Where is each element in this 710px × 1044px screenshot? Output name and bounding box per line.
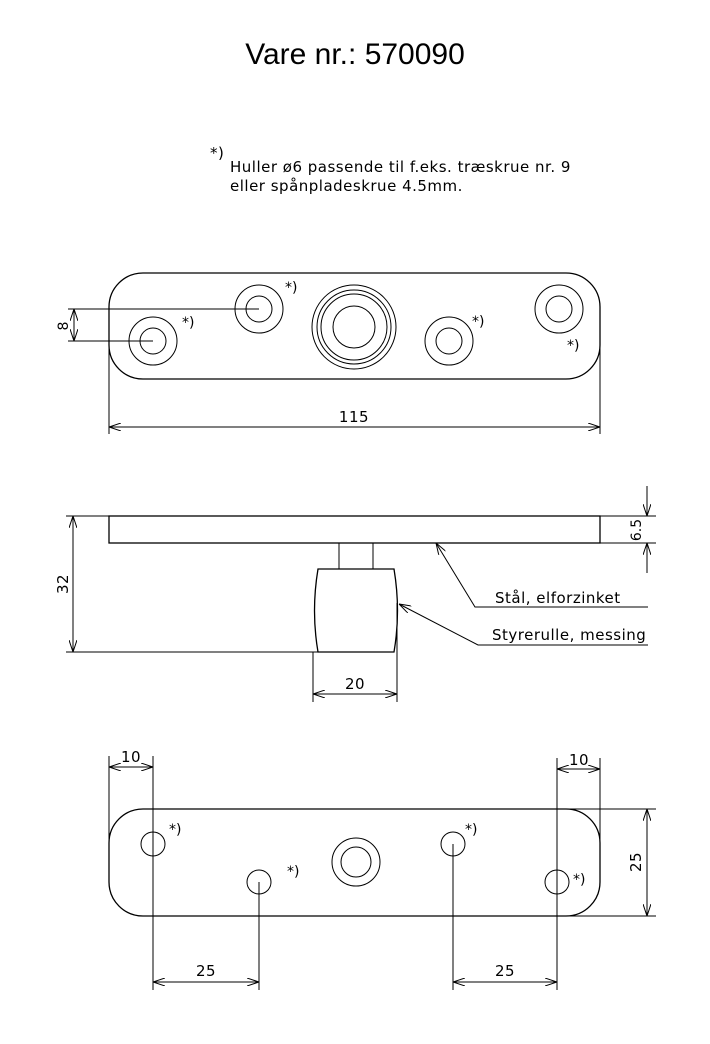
label-plate: Stål, elforzinket <box>495 589 621 607</box>
star-mark: *) <box>472 314 484 330</box>
center-boss <box>311 284 397 370</box>
dim-width: 115 <box>339 408 369 426</box>
dim-height: 32 <box>54 574 72 594</box>
center-boss-bottom <box>331 837 381 887</box>
dim-roller: 20 <box>345 675 365 693</box>
star-mark: *) <box>182 315 194 331</box>
note-marker: *) <box>210 144 224 162</box>
star-mark: *) <box>285 280 297 296</box>
label-roller: Styrerulle, messing <box>492 626 646 644</box>
roller-shaft <box>338 542 374 570</box>
top-view: *) *) *) *) 8 115 <box>56 272 601 434</box>
plate-side <box>108 515 601 544</box>
dim-left-spacing: 25 <box>196 962 216 980</box>
dim-height-bottom: 25 <box>627 852 645 872</box>
bottom-view: *) *) *) *) 10 10 25 25 25 <box>108 748 656 990</box>
star-mark: *) <box>465 822 477 838</box>
star-mark: *) <box>573 872 585 888</box>
plate-bottom <box>108 808 601 917</box>
star-mark: *) <box>169 822 181 838</box>
roller <box>313 568 399 653</box>
dim-left-edge: 10 <box>121 748 141 766</box>
dim-thickness: 6.5 <box>629 519 645 541</box>
star-mark: *) <box>287 864 299 880</box>
note-line-1: Huller ø6 passende til f.eks. træskrue n… <box>230 158 571 176</box>
drawing-title: Vare nr.: 570090 <box>245 38 465 71</box>
dim-offset: 8 <box>56 322 72 331</box>
hole-4 <box>534 284 584 334</box>
dim-right-edge: 10 <box>569 751 589 769</box>
star-mark: *) <box>567 338 579 354</box>
note-line-2: eller spånpladeskrue 4.5mm. <box>230 177 463 195</box>
hole-3 <box>424 316 474 366</box>
side-view: 32 6.5 20 Stål, elforzinket Styrerulle, … <box>54 486 656 702</box>
dim-right-spacing: 25 <box>495 962 515 980</box>
